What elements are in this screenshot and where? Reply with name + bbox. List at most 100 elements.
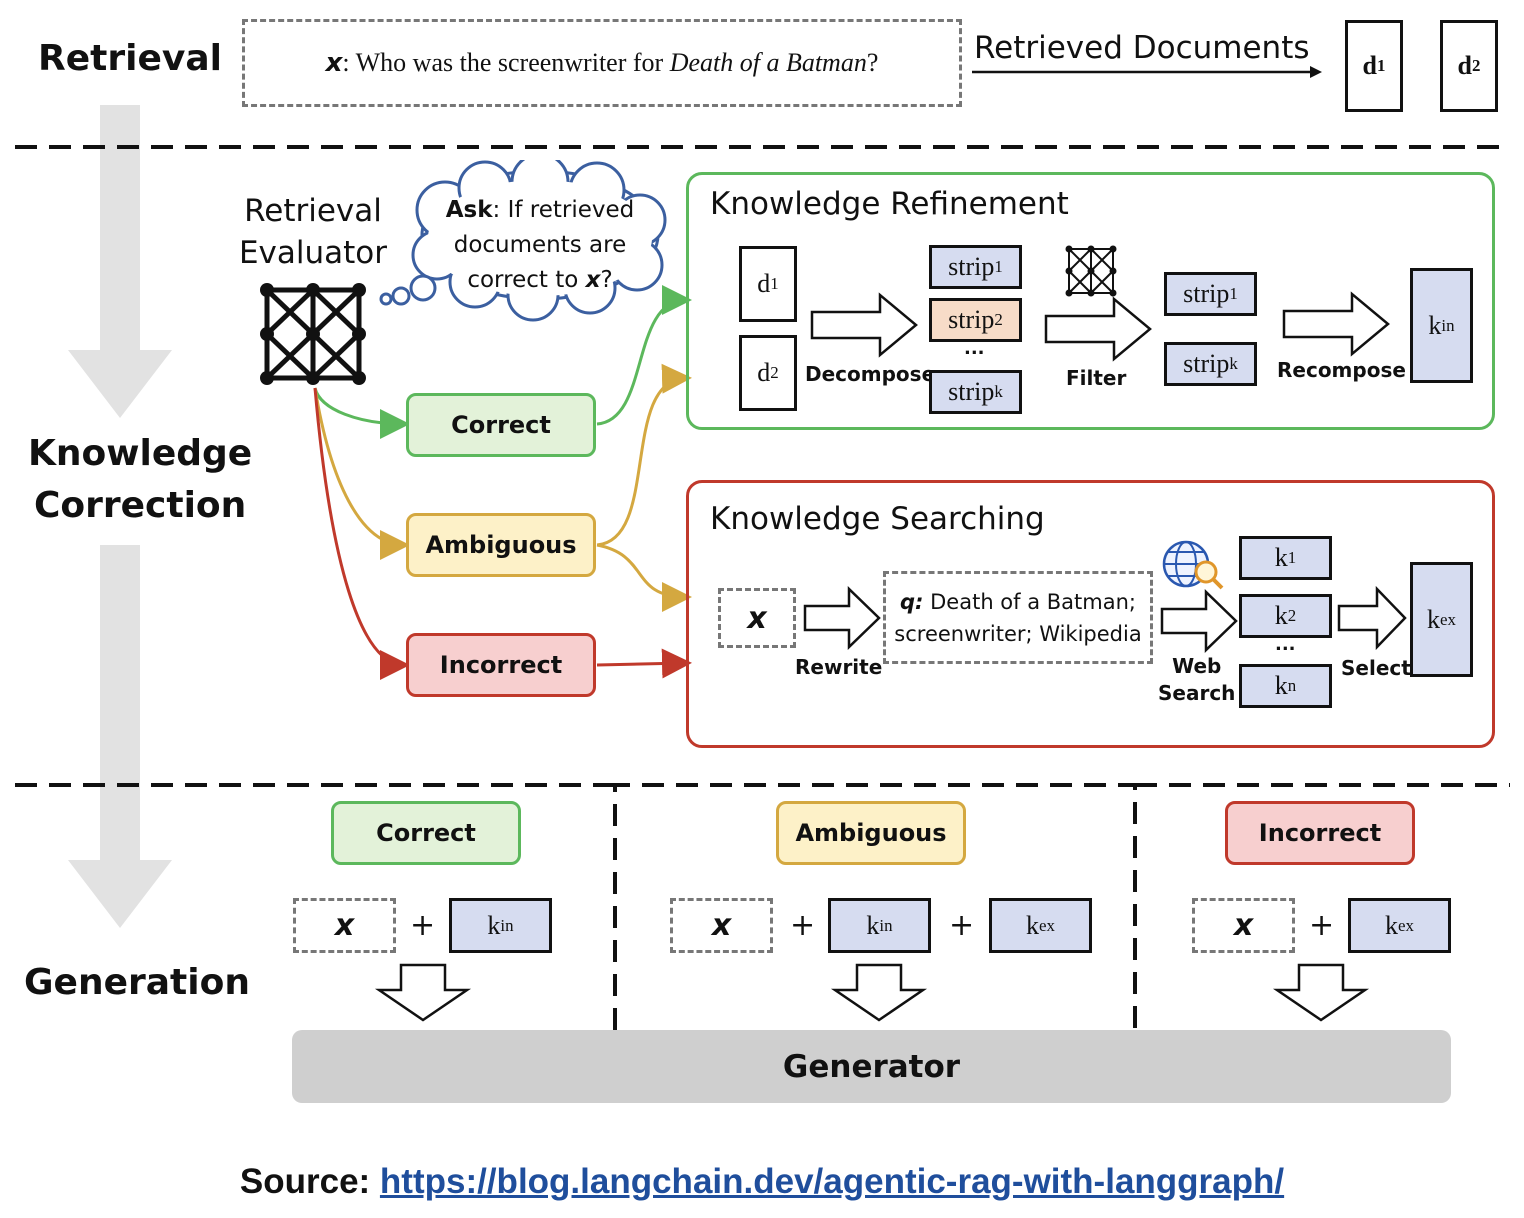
gen-correct: Correct (331, 801, 521, 865)
knowledge-searching-panel (686, 480, 1495, 748)
filter-arrow (1044, 296, 1152, 362)
gen-ambiguous: Ambiguous (776, 801, 966, 865)
connector-evaluator-incorrect (313, 387, 410, 680)
query-title: Death of a Batman (669, 48, 867, 77)
query-box: x: Who was the screenwriter for Death of… (242, 19, 962, 107)
decompose-arrow (810, 292, 918, 358)
stage-knowledge-correction: Knowledge Correction (28, 428, 252, 532)
filter-label: Filter (1066, 366, 1127, 390)
select-arrow (1337, 586, 1407, 650)
q-label: q: (900, 589, 924, 614)
recompose-label: Recompose (1277, 358, 1406, 382)
gen-correct-plus: + (410, 908, 436, 943)
judgment-correct: Correct (406, 393, 596, 457)
rewrite-arrow (803, 586, 881, 650)
recompose-arrow (1282, 291, 1390, 357)
retrieved-documents-label: Retrieved Documents (974, 30, 1310, 66)
gen-down-arrow-ambiguous (830, 963, 928, 1022)
query-prefix: : Who was the screenwriter for (342, 48, 670, 77)
select-label: Select (1341, 656, 1411, 680)
source-line: Source: https://blog.langchain.dev/agent… (0, 1162, 1524, 1202)
generator-bar: Generator (292, 1030, 1451, 1103)
knowledge-searching-title: Knowledge Searching (710, 501, 1045, 537)
gen-incorrect: Incorrect (1225, 801, 1415, 865)
retrieval-evaluator-label: Retrieval Evaluator (238, 190, 388, 274)
connector-ambiguous-searching (596, 543, 692, 612)
web-search-label: Web Search (1158, 654, 1236, 705)
retrieved-documents-arrow (972, 66, 1322, 78)
decompose-label: Decompose (805, 362, 936, 386)
thought-line3-prefix: correct to (467, 267, 586, 293)
query-suffix: ? (866, 48, 879, 77)
gen-incorrect-x: x (1192, 898, 1295, 953)
gen-down-arrow-incorrect (1272, 963, 1370, 1022)
q-line1: Death of a Batman; (930, 589, 1136, 614)
evaluator-network-icon (260, 283, 366, 385)
thought-ask: Ask (445, 197, 493, 223)
gen-ambiguous-plus-2: + (949, 908, 975, 943)
judgment-ambiguous: Ambiguous (406, 513, 596, 577)
connector-evaluator-ambiguous (313, 387, 410, 560)
stage-knowledge-line1: Knowledge (28, 433, 253, 474)
connector-evaluator-correct (313, 387, 410, 439)
filter-network-icon (1065, 245, 1117, 297)
source-label: Source: (239, 1162, 380, 1201)
q-line2: screenwriter; Wikipedia (894, 621, 1142, 646)
evaluator-line2: Evaluator (238, 235, 388, 271)
query-var: x (325, 48, 343, 78)
judgment-incorrect: Incorrect (406, 633, 596, 697)
rewrite-label: Rewrite (795, 655, 883, 679)
gen-incorrect-plus: + (1309, 908, 1335, 943)
gen-correct-x: x (293, 898, 396, 953)
flow-arrow-1 (68, 105, 172, 418)
knowledge-refinement-panel (686, 172, 1495, 430)
thought-line1: : If retrieved (492, 197, 635, 223)
knowledge-refinement-title: Knowledge Refinement (710, 186, 1069, 222)
rewritten-query-box: q: Death of a Batman; screenwriter; Wiki… (883, 571, 1153, 664)
thought-cloud (379, 160, 667, 322)
web-search-arrow (1160, 589, 1238, 653)
k-ellipsis: ... (1275, 634, 1296, 655)
stage-generation: Generation (24, 962, 250, 1003)
globe-search-icon (1162, 540, 1224, 590)
gen-ambiguous-plus-1: + (790, 908, 816, 943)
connector-correct-refinement (596, 285, 692, 426)
connector-incorrect-searching (596, 648, 692, 679)
generator-label: Generator (782, 1048, 961, 1085)
gen-ambiguous-x: x (670, 898, 773, 953)
evaluator-line1: Retrieval (244, 193, 382, 229)
thought-line3-suffix: ? (600, 267, 613, 293)
thought-line2: documents are (453, 232, 627, 258)
source-link[interactable]: https://blog.langchain.dev/agentic-rag-w… (379, 1162, 1285, 1201)
stage-retrieval: Retrieval (38, 38, 222, 79)
gen-down-arrow-correct (374, 963, 472, 1022)
stage-knowledge-line2: Correction (33, 485, 247, 526)
flow-arrow-2 (68, 545, 172, 928)
connector-ambiguous-refinement (596, 363, 692, 547)
search-x-box: x (718, 588, 796, 648)
strip-ellipsis-left: ... (964, 338, 985, 359)
thought-line3-var: x (585, 267, 601, 293)
thought-text: Ask: If retrieved documents are correct … (430, 193, 650, 298)
